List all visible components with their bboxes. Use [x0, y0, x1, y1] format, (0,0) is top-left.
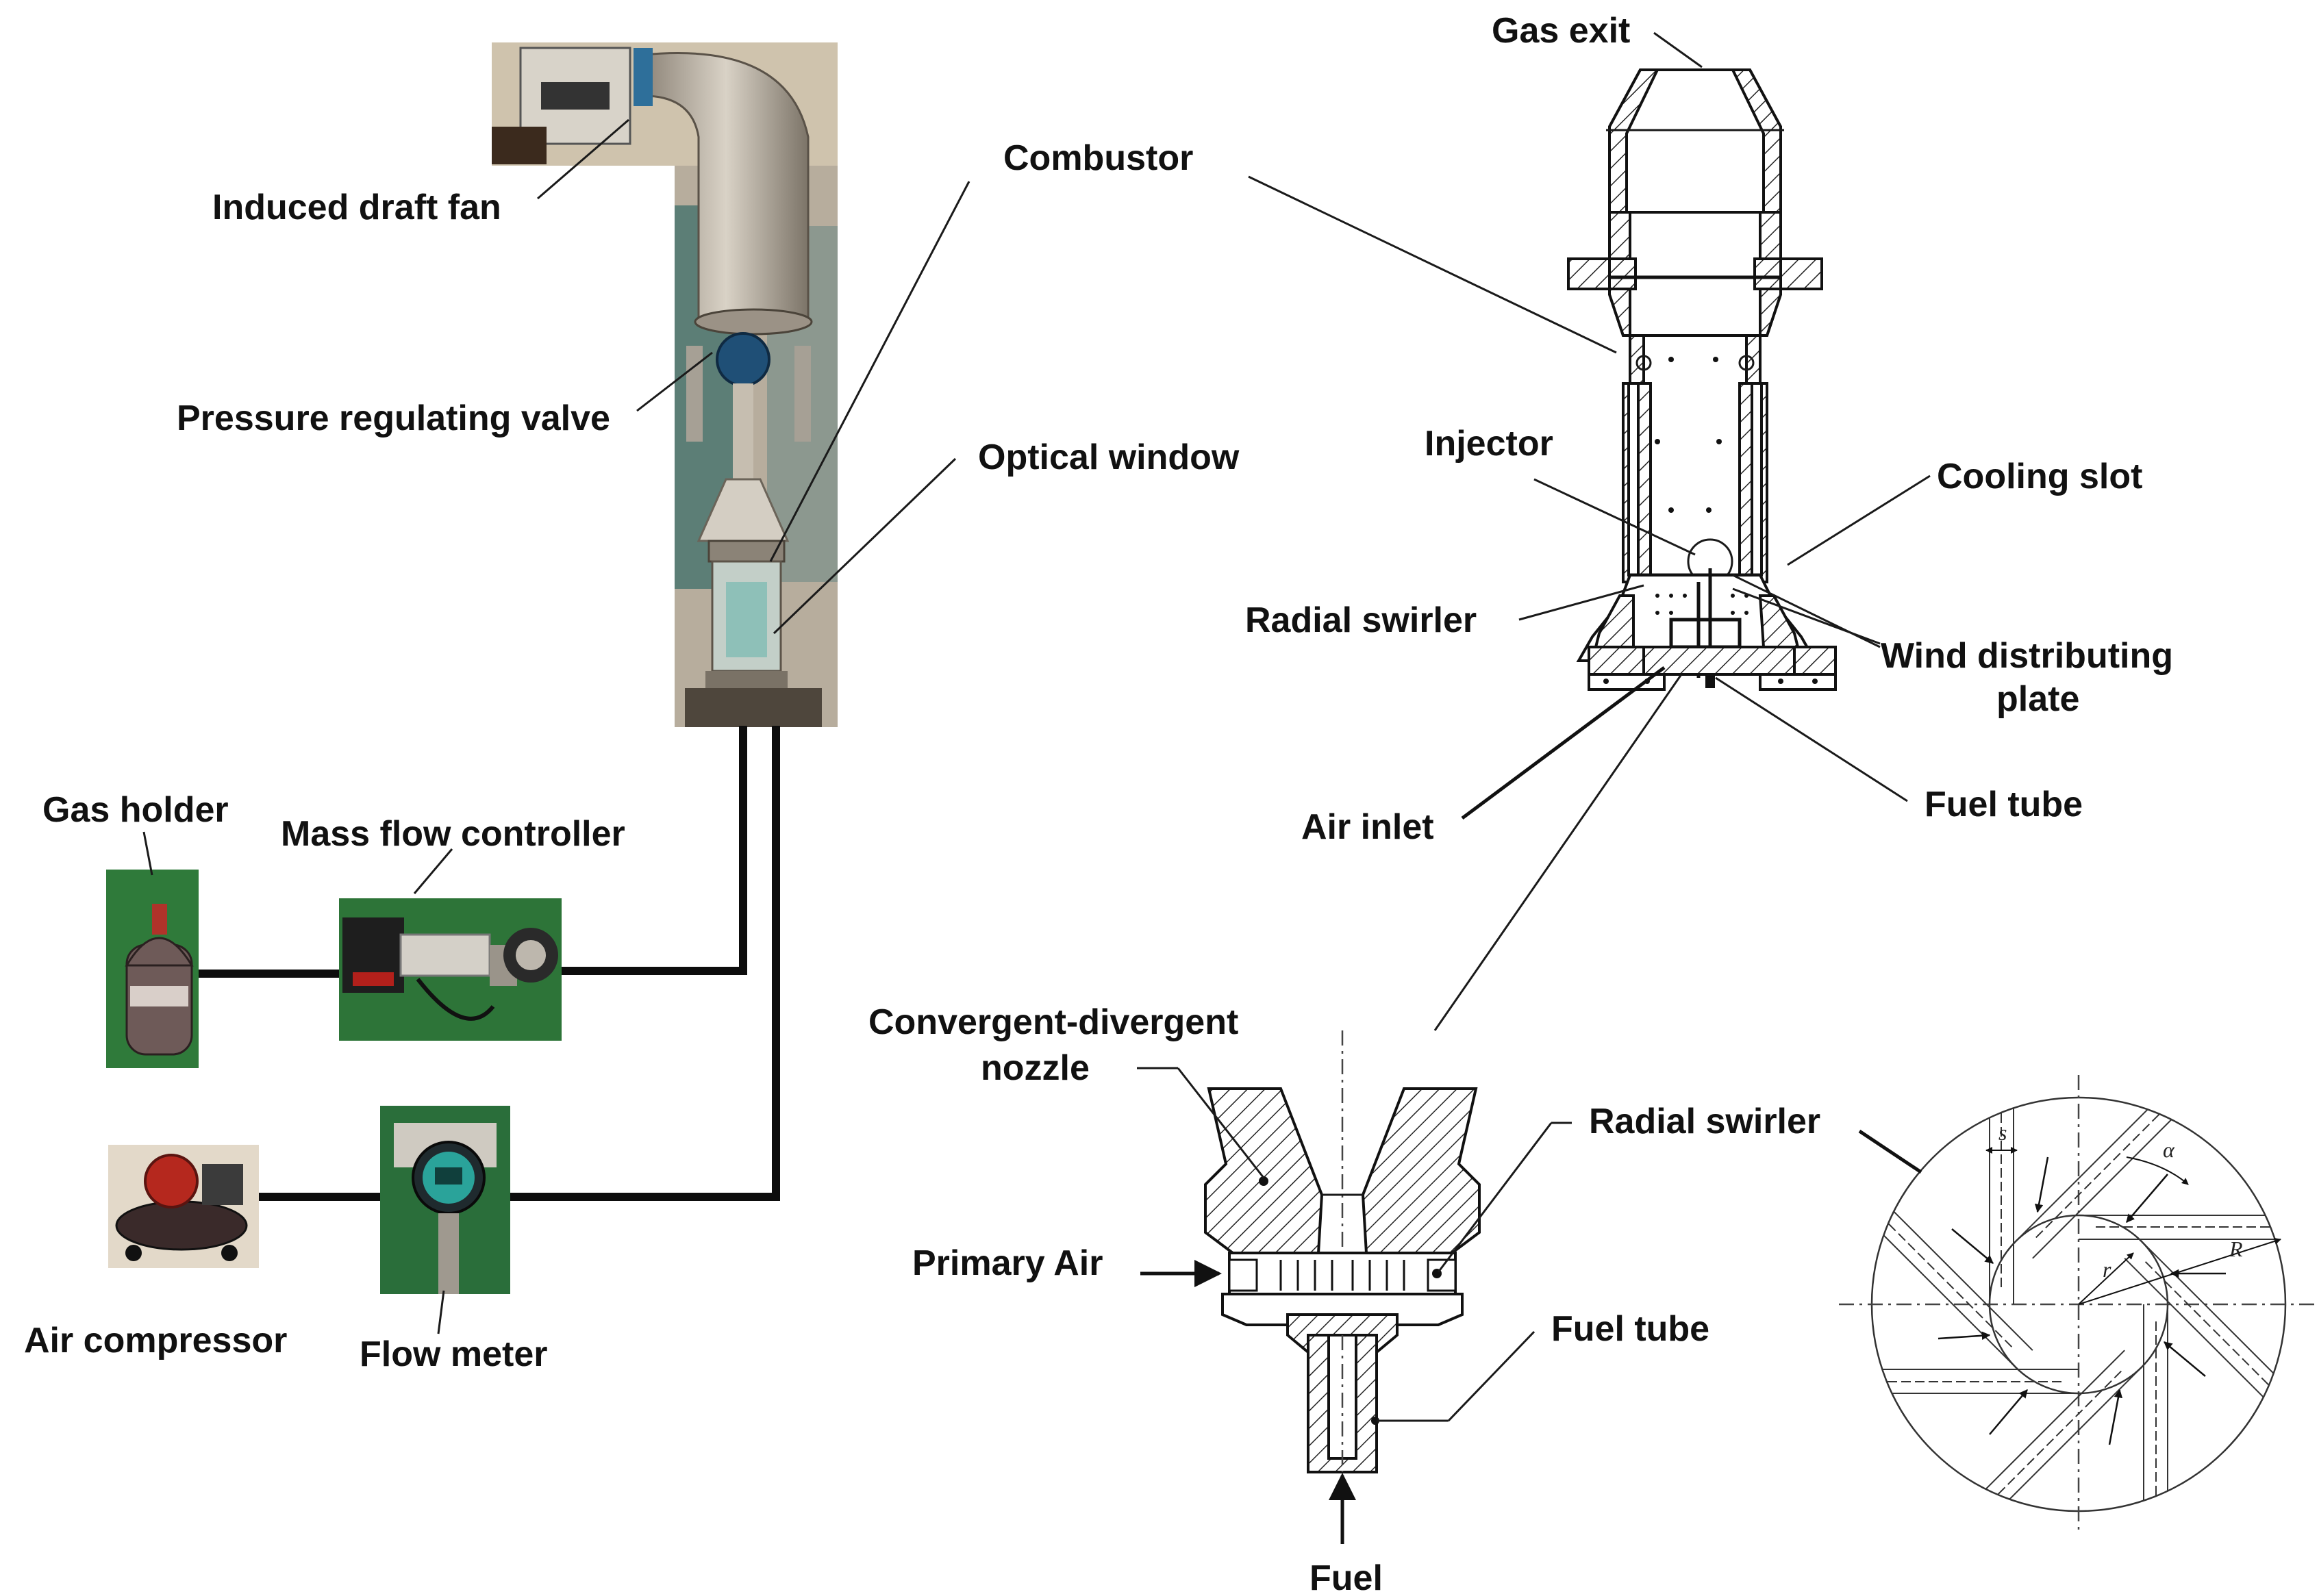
label-fuel: Fuel	[1309, 1558, 1383, 1596]
nozzle-section-drawing	[1204, 1030, 1481, 1473]
radial-swirler-plan-drawing	[1839, 1075, 2318, 1534]
label-air-inlet: Air inlet	[1301, 807, 1434, 847]
combustor-leader-lines	[1248, 31, 1931, 1031]
gas-cylinder-photo	[106, 870, 199, 1068]
photo-leader-lines	[142, 118, 970, 1334]
label-optical-window: Optical window	[978, 438, 1240, 477]
symbol-s: s	[1998, 1120, 2007, 1145]
label-cd-nozzle-1: Convergent-divergent	[868, 1002, 1238, 1042]
label-flow-meter: Flow meter	[360, 1334, 548, 1374]
label-cd-nozzle-2: nozzle	[981, 1048, 1090, 1088]
label-fuel-tube-bottom: Fuel tube	[1551, 1309, 1709, 1349]
symbol-r: r	[2103, 1257, 2111, 1282]
mass-flow-controller-photo	[339, 898, 562, 1041]
label-radial-swirler-top: Radial swirler	[1245, 600, 1477, 640]
label-air-compressor: Air compressor	[24, 1321, 287, 1360]
symbol-R: R	[2229, 1237, 2243, 1261]
test-rig-photo	[492, 42, 838, 727]
symbol-alpha: α	[2163, 1137, 2175, 1162]
label-fuel-tube-top: Fuel tube	[1925, 785, 2083, 824]
combustor-section-drawing	[1567, 68, 1837, 691]
label-gas-exit: Gas exit	[1492, 11, 1630, 51]
label-injector: Injector	[1425, 424, 1553, 464]
air-compressor-photo	[108, 1145, 259, 1268]
label-mass-flow-controller: Mass flow controller	[281, 814, 625, 854]
label-cooling-slot: Cooling slot	[1937, 457, 2142, 496]
labels: Induced draft fan Pressure regulating va…	[24, 11, 2243, 1596]
label-wind-distributing-plate-1: Wind distributing	[1881, 636, 2173, 676]
label-wind-distributing-plate-2: plate	[1996, 679, 2079, 719]
nozzle-leader-lines	[1137, 1067, 1572, 1544]
flow-meter-photo	[380, 1106, 510, 1294]
label-gas-holder: Gas holder	[42, 790, 229, 830]
label-primary-air: Primary Air	[912, 1243, 1103, 1283]
label-combustor: Combustor	[1003, 138, 1193, 178]
label-radial-swirler-bottom: Radial swirler	[1589, 1102, 1820, 1141]
label-induced-draft-fan: Induced draft fan	[212, 188, 501, 227]
connecting-pipes	[199, 726, 780, 1201]
label-pressure-regulating-valve: Pressure regulating valve	[177, 398, 610, 438]
